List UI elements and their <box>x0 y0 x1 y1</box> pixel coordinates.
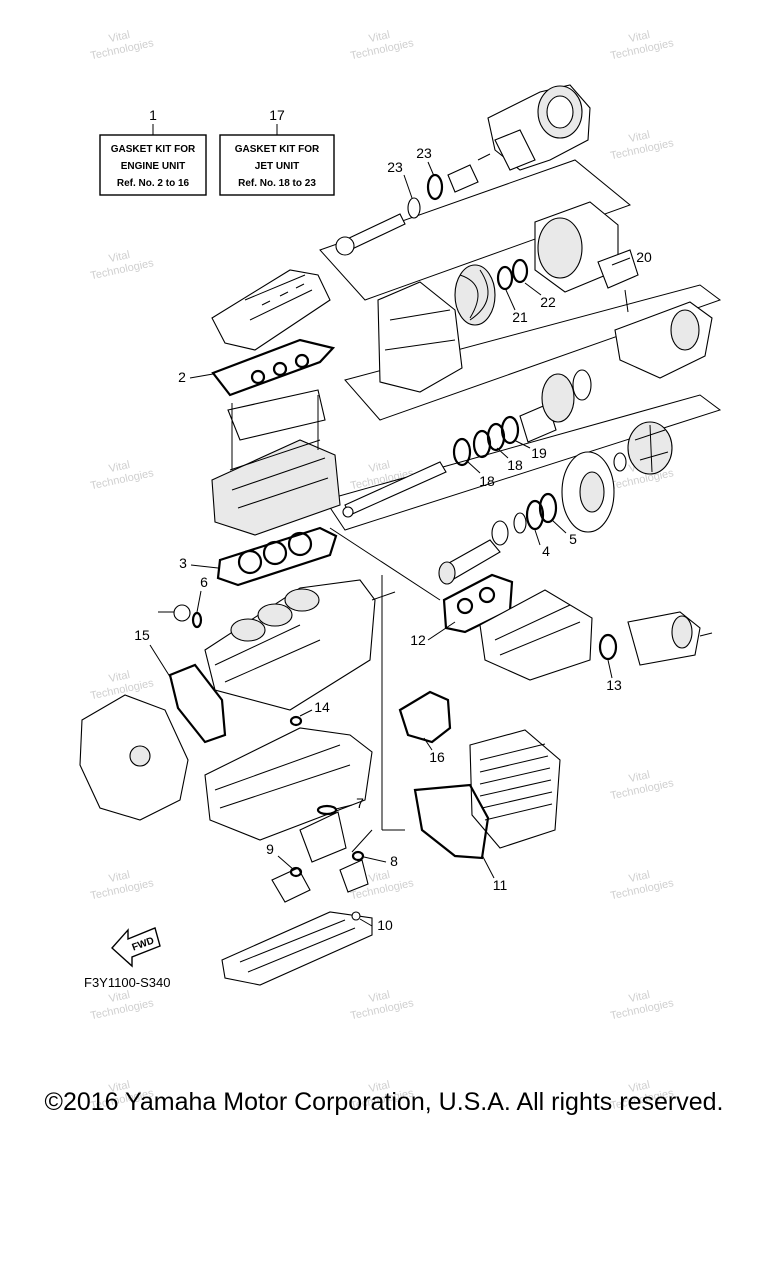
watermark-text: Vital <box>368 989 391 1005</box>
cylinder-block: 6 <box>158 574 376 711</box>
cover-gasket-16: 16 <box>398 690 452 765</box>
jet-pump-housing-group: 23 23 <box>319 84 632 301</box>
watermark-text: Vital <box>108 459 131 475</box>
watermark-text: Vital <box>628 29 651 45</box>
kit-jet-line-1: GASKET KIT FOR <box>235 144 320 155</box>
callout-23b: 23 <box>416 145 432 161</box>
callout-6: 6 <box>200 574 208 590</box>
callout-13: 13 <box>606 677 622 693</box>
watermark-text: Vital <box>108 1079 131 1095</box>
watermark-text: Vital <box>628 1079 651 1095</box>
intercooler-group: 11 <box>413 729 561 893</box>
callout-20: 20 <box>636 249 652 265</box>
watermark-text: Vital <box>368 869 391 885</box>
callout-1: 1 <box>149 107 157 123</box>
crankcase: 14 7 <box>204 699 373 841</box>
watermark-text: Vital <box>368 1079 391 1095</box>
callout-22: 22 <box>540 294 556 310</box>
kit-jet-line-3: Ref. No. 18 to 23 <box>238 178 316 189</box>
copyright-notice: ©2016 Yamaha Motor Corporation, U.S.A. A… <box>44 1088 724 1116</box>
kit-engine-line-2: ENGINE UNIT <box>121 161 185 172</box>
kit-engine-line-1: GASKET KIT FOR <box>111 144 196 155</box>
flywheel-coupling-group: 4 5 <box>438 451 615 585</box>
fwd-arrow-icon: FWD <box>111 927 161 968</box>
watermark-text: Vital <box>628 869 651 885</box>
kit-jet-line-2: JET UNIT <box>255 161 299 172</box>
callout-21: 21 <box>512 309 528 325</box>
callout-8: 8 <box>390 853 398 869</box>
callout-15: 15 <box>134 627 150 643</box>
callout-23a: 23 <box>387 159 403 175</box>
callout-18b: 18 <box>507 457 523 473</box>
callout-14: 14 <box>314 699 330 715</box>
cylinder-head-cover <box>211 269 331 351</box>
callout-17: 17 <box>269 107 285 123</box>
head-cover-gasket-2: 2 <box>178 338 336 397</box>
watermark-text: Vital <box>628 129 651 145</box>
oil-pan: 10 <box>221 911 393 986</box>
callout-16: 16 <box>429 749 445 765</box>
callout-7: 7 <box>356 795 364 811</box>
jet-impeller-duct-group: 20 21 22 <box>344 201 722 421</box>
watermark-text: Vital <box>108 869 131 885</box>
watermark-text: Vital <box>108 989 131 1005</box>
watermark-text: Vital <box>628 989 651 1005</box>
watermark-text: Vital <box>368 459 391 475</box>
callout-10: 10 <box>377 917 393 933</box>
leader-lines <box>329 527 441 831</box>
callout-18a: 18 <box>479 473 495 489</box>
callout-9: 9 <box>266 841 274 857</box>
callout-12: 12 <box>410 632 426 648</box>
callout-3: 3 <box>179 555 187 571</box>
part-code: F3Y1100-S340 <box>84 975 171 990</box>
callout-5: 5 <box>569 531 577 547</box>
callout-19: 19 <box>531 445 547 461</box>
watermark-text: Vital <box>108 669 131 685</box>
oil-pump-parts: 9 8 <box>266 811 398 903</box>
watermark-text: Vital <box>368 29 391 45</box>
watermark-text: Vital <box>108 249 131 265</box>
watermark-text: Vital <box>628 769 651 785</box>
kit-engine-line-3: Ref. No. 2 to 16 <box>117 178 190 189</box>
exhaust-manifold-group: 12 13 <box>410 573 713 693</box>
driveshaft-group: 18 18 19 <box>324 369 722 531</box>
watermark-text: Vital <box>108 29 131 45</box>
gasket-kit-engine-box: 1 GASKET KIT FOR ENGINE UNIT Ref. No. 2 … <box>99 107 207 196</box>
side-cover-gasket-15: 15 <box>79 627 227 821</box>
head-gasket-3: 3 <box>179 526 338 587</box>
callout-11: 11 <box>493 877 508 893</box>
cylinder-head <box>211 389 341 536</box>
gasket-kit-jet-box: 17 GASKET KIT FOR JET UNIT Ref. No. 18 t… <box>219 107 335 196</box>
callout-2: 2 <box>178 369 186 385</box>
callout-4: 4 <box>542 543 550 559</box>
